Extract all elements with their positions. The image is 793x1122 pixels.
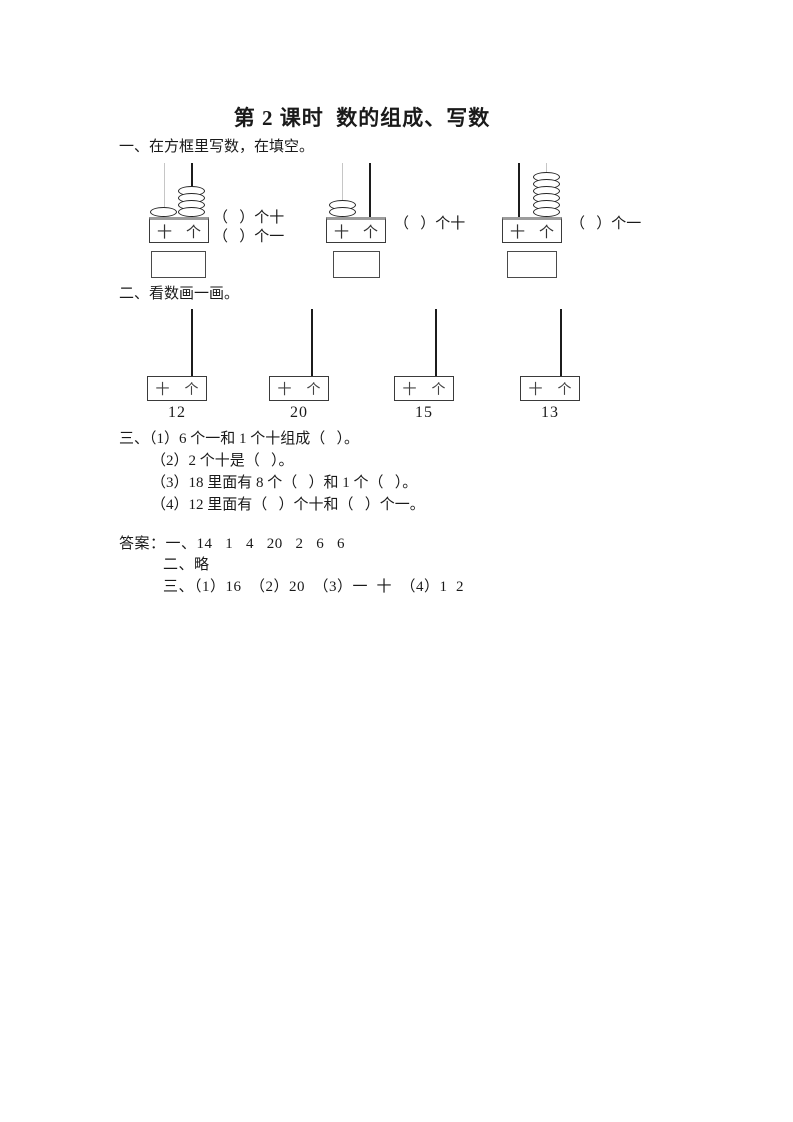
ones-column-label: 个 [538,224,554,241]
tens-column-label: 十 [333,224,349,241]
answers-line-2: 二、略 [163,557,210,573]
frame3-number: 15 [415,404,433,421]
abacus3-ones-beads [533,163,560,217]
tens-column-label: 十 [509,224,525,241]
frame2-rod [311,309,313,376]
answers-line-1: 答案：一、14 1 4 20 2 6 6 [119,536,345,553]
frame3-rod [435,309,437,376]
tens-column-label: 十 [528,382,543,398]
frame1-base-box: 十 个 [147,376,207,401]
frame2-base-box: 十 个 [269,376,329,401]
abacus2-base-box: 十 个 [326,217,386,243]
abacus1-base-box: 十 个 [149,217,209,243]
abacus2-answer-box [333,251,380,278]
section3-item-1: 三、（1）6 个一和 1 个十组成（ ）。 [119,431,360,447]
abacus2-tens-rod [342,163,343,217]
abacus3-base-box: 十 个 [502,217,562,243]
section2-heading: 二、看数画一画。 [119,286,240,302]
abacus1-tens-beads [150,163,177,217]
abacus-bead [329,207,356,217]
abacus2-ones-rod [369,163,371,217]
ones-column-label: 个 [557,382,572,398]
tens-column-label: 十 [155,382,170,398]
ones-column-label: 个 [306,382,321,398]
abacus3-tens-rod [518,163,520,217]
frame3-base-box: 十 个 [394,376,454,401]
abacus1-ones-beads [178,163,205,217]
answers-section1: 一、14 1 4 20 2 6 6 [165,536,346,552]
abacus-bead [178,207,205,217]
abacus1-blank-ones: （ ）个一 [213,229,285,245]
abacus3-blank-ones: （ ）个一 [570,216,642,232]
frame4-rod [560,309,562,376]
frame4-number: 13 [541,404,559,421]
abacus2-blank-tens: （ ）个十 [394,216,466,232]
section3-item-2: （2）2 个十是（ ）。 [151,453,294,469]
frame2-number: 20 [290,404,308,421]
section1-heading: 一、在方框里写数，在填空。 [119,139,315,155]
abacus1-answer-box [151,251,206,278]
abacus1-tens-rod [164,163,165,217]
frame4-base-box: 十 个 [520,376,580,401]
frame1-number: 12 [168,404,186,421]
ones-column-label: 个 [185,224,201,241]
ones-column-label: 个 [431,382,446,398]
abacus1-blank-tens: （ ）个十 [213,210,285,226]
abacus3-answer-box [507,251,557,278]
abacus2-tens-beads [329,163,356,217]
tens-column-label: 十 [277,382,292,398]
page-title: 第 2 课时 数的组成、写数 [233,106,491,130]
abacus-bead [150,207,177,217]
ones-column-label: 个 [362,224,378,241]
tens-column-label: 十 [402,382,417,398]
section3-item-4: （4）12 里面有（ ）个十和（ ）个一。 [151,497,425,513]
answers-label: 答案： [119,536,166,552]
ones-column-label: 个 [184,382,199,398]
tens-column-label: 十 [156,224,172,241]
abacus-bead [533,207,560,217]
frame1-rod [191,309,193,376]
answers-line-3: 三、（1）16 （2）20 （3）一 十 （4）1 2 [163,579,465,595]
section3-item-3: （3）18 里面有 8 个（ ）和 1 个（ ）。 [151,475,418,491]
